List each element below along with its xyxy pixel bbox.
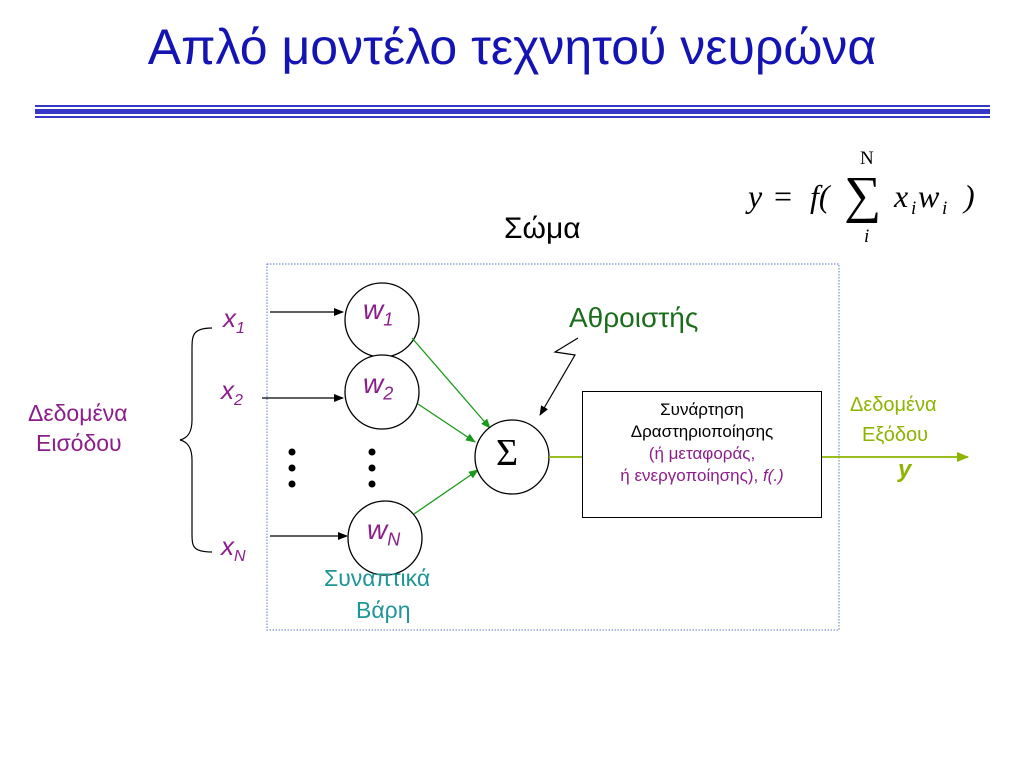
formula-lhs: y	[748, 178, 763, 214]
input-x2: x2	[221, 375, 243, 410]
activation-line2: Δραστηριοποίησης	[630, 422, 774, 441]
formula-func-open: f(	[810, 178, 830, 214]
activation-line3: (ή μεταφοράς,	[648, 444, 756, 463]
ellipsis-dot	[288, 480, 296, 488]
summer-pointer	[539, 337, 579, 416]
weights-label-line1: Συναπτικά	[324, 565, 431, 591]
body-label: Σώμα	[504, 212, 581, 245]
weight-node-2	[344, 354, 420, 430]
output-y: y	[898, 456, 912, 483]
activation-formula: y = f( ∑ N i x i w i )	[748, 148, 988, 248]
ellipsis-dot	[368, 480, 376, 488]
summer-label: Αθροιστής	[569, 302, 699, 333]
formula-term-x: x	[894, 178, 909, 214]
formula-sum-upper: N	[860, 148, 874, 169]
weight-connection-n	[413, 469, 479, 515]
input-label-line1: Δεδομένα	[28, 400, 128, 426]
weight-wn: wN	[367, 514, 401, 550]
formula-close: )	[964, 178, 975, 214]
formula-term-w-sub: i	[942, 198, 948, 219]
formula-equals: =	[774, 178, 793, 214]
weight-w1: w1	[363, 294, 394, 330]
activation-func: f(.)	[762, 466, 784, 485]
activation-line4: ή ενεργοποίησης), f(.)	[620, 466, 784, 485]
ellipsis-dot	[288, 464, 296, 472]
input-xn: xN	[221, 531, 246, 566]
input-brace	[179, 327, 213, 553]
formula-term-x-sub: i	[911, 198, 917, 219]
output-label-line1: Δεδομένα	[850, 394, 937, 416]
ellipsis-dot	[368, 448, 376, 456]
output-label-line2: Εξόδου	[862, 424, 929, 446]
activation-function-box: Συνάρτηση Δραστηριοποίησης (ή μεταφοράς,…	[582, 391, 822, 518]
ellipsis-dot	[288, 448, 296, 456]
title-rule-middle	[35, 109, 990, 114]
summation-symbol: Σ	[496, 432, 519, 474]
formula-sum-lower: i	[864, 226, 870, 247]
title-rule-bottom	[35, 116, 990, 118]
input-label-line2: Εισόδου	[36, 430, 122, 456]
ellipsis-dot	[368, 464, 376, 472]
formula-sum-symbol: ∑	[844, 167, 882, 224]
weight-connection-1	[411, 337, 491, 429]
title-rule-top	[35, 105, 990, 107]
activation-line1: Συνάρτηση	[660, 400, 744, 419]
weight-connection-2	[417, 403, 476, 443]
slide-title: Απλό μοντέλο τεχνητού νευρώνα	[147, 19, 877, 75]
formula-term-w: w	[918, 178, 940, 214]
weight-node-n	[347, 500, 423, 576]
soma-box	[266, 263, 840, 631]
input-x1: x1	[223, 303, 245, 338]
weights-label-line2: Βάρη	[356, 597, 411, 623]
weight-w2: w2	[363, 368, 394, 404]
